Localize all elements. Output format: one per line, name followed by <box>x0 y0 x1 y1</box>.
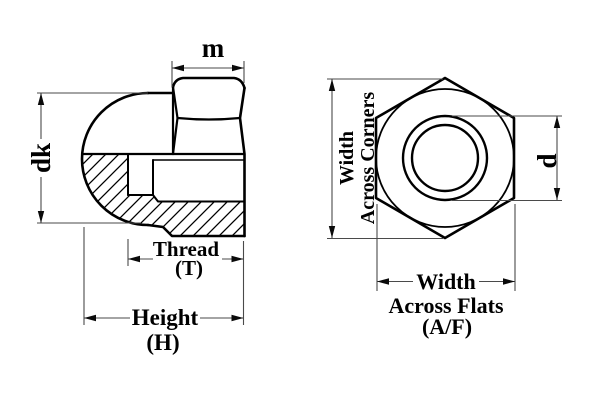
m-arrow-right <box>232 64 244 72</box>
label-waf-abbr: (A/F) <box>422 314 472 339</box>
thread-step-line <box>152 194 246 203</box>
hexagon-outline <box>374 76 516 240</box>
label-waf-width: Width <box>416 269 476 294</box>
m-arrow-left <box>172 64 184 72</box>
height-extension-lines <box>83 227 245 325</box>
side-view: m dk Thread (T) Height (H) <box>26 33 246 355</box>
thread-arrow-left <box>128 255 140 263</box>
label-height-abbr: (H) <box>146 330 179 355</box>
waf-arrow-right <box>503 278 515 285</box>
d-arrow-bottom <box>553 188 561 200</box>
hex-right-edge <box>238 86 246 238</box>
bottom-outline <box>146 223 246 238</box>
height-arrow-left <box>84 314 96 322</box>
waf-extension-lines <box>376 204 516 291</box>
label-thread: Thread <box>153 237 219 261</box>
dome-outline <box>80 91 150 227</box>
label-wac-across-corners: Across Corners <box>357 92 379 225</box>
chamfer-circle <box>375 88 515 228</box>
label-wac-width: Width <box>336 131 358 185</box>
section-hatch-region <box>81 154 245 236</box>
label-dk: dk <box>26 143 56 173</box>
wac-arrow-bottom <box>328 226 336 238</box>
dk-arrow-top <box>37 93 45 105</box>
thread-arrow-right <box>231 255 244 263</box>
hex-waist-line <box>176 116 242 121</box>
bore-circle <box>410 123 480 193</box>
dk-extension-lines <box>37 92 148 224</box>
d-arrow-top <box>553 116 561 128</box>
wac-extension-lines <box>327 78 443 240</box>
thread-extension-lines <box>127 239 245 266</box>
label-d: d <box>532 153 562 168</box>
thread-major-circle <box>401 114 489 202</box>
label-thread-abbr: (T) <box>175 256 203 280</box>
dk-arrow-bottom <box>37 211 45 223</box>
d-dimension: d <box>452 115 562 202</box>
front-view: Width Across Corners d Width Across Flat… <box>327 76 562 339</box>
thread-dimension: Thread (T) <box>127 237 245 280</box>
label-height: Height <box>132 305 199 330</box>
wac-arrow-top <box>328 79 336 91</box>
d-extension-lines <box>452 115 562 202</box>
height-dimension: Height (H) <box>83 227 245 355</box>
waf-arrow-left <box>377 278 389 285</box>
label-waf-across-flats: Across Flats <box>388 293 504 318</box>
hex-top-outline <box>171 76 246 90</box>
width-across-corners-dimension: Width Across Corners <box>327 78 443 240</box>
m-extension-lines <box>171 61 245 87</box>
m-dimension: m <box>171 33 245 87</box>
height-arrow-right <box>231 314 244 322</box>
width-across-flats-dimension: Width Across Flats (A/F) <box>376 204 516 339</box>
label-m: m <box>202 33 225 63</box>
dk-dimension: dk <box>26 92 148 224</box>
